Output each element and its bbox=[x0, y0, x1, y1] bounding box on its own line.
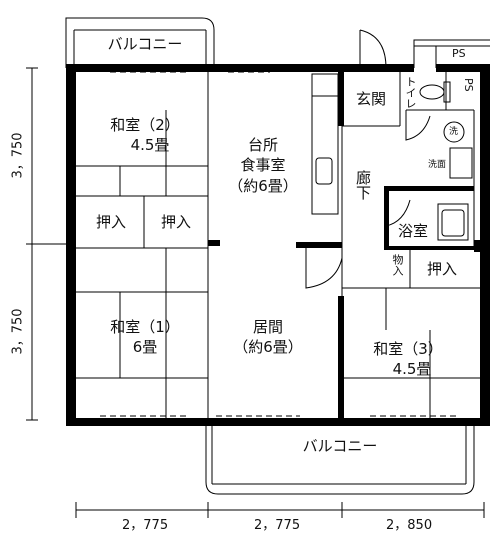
kitchen-name-1: 台所 bbox=[247, 136, 279, 154]
wall-bottom bbox=[66, 418, 490, 426]
ps-top-box bbox=[413, 39, 490, 47]
balcony-top-label: バルコニー bbox=[107, 35, 183, 53]
dim-bottom-3: 2，850 bbox=[386, 518, 433, 533]
washroom-label: 洗面 bbox=[428, 160, 447, 170]
wall-top bbox=[66, 64, 414, 72]
bathtub bbox=[437, 203, 469, 241]
corridor-label: 廊下 bbox=[354, 170, 372, 200]
oshiire-3-label: 押入 bbox=[426, 260, 458, 278]
kitchen-size: （約6畳） bbox=[228, 177, 298, 195]
oshiire-2-label: 押入 bbox=[160, 213, 192, 231]
room2-name: 和室（2） bbox=[110, 116, 180, 134]
storage-small-label: 物入 bbox=[391, 254, 404, 276]
living-size: （約6畳） bbox=[233, 338, 303, 356]
kitchen-counter bbox=[311, 73, 339, 215]
kitchen-sink bbox=[315, 157, 333, 185]
living-name: 居間 bbox=[252, 318, 284, 336]
room1-name: 和室（1） bbox=[110, 318, 180, 336]
room3-size: 4.5畳 bbox=[392, 360, 432, 378]
dim-bottom-1: 2，775 bbox=[122, 518, 169, 533]
ps-side-label: PS bbox=[462, 78, 475, 92]
ps-top-label: PS bbox=[452, 47, 466, 60]
dim-left-top: 3，750 bbox=[10, 132, 26, 179]
room2-size: 4.5畳 bbox=[130, 136, 170, 154]
dim-bottom-2: 2，775 bbox=[254, 518, 301, 533]
room1-size: 6畳 bbox=[132, 338, 158, 356]
wall-right bbox=[480, 64, 490, 426]
oshiire-1-label: 押入 bbox=[95, 213, 127, 231]
toilet-label: トイレ bbox=[404, 76, 417, 109]
dim-left-bottom: 3，750 bbox=[10, 308, 26, 355]
balcony-bottom-label: バルコニー bbox=[302, 437, 378, 455]
bath-label: 浴室 bbox=[397, 222, 429, 240]
toilet-bowl bbox=[419, 84, 445, 100]
wash-mark-label: 洗 bbox=[449, 127, 459, 137]
bottom-balcony-outline bbox=[205, 422, 475, 495]
entrance-label: 玄関 bbox=[355, 90, 387, 108]
washbasin bbox=[449, 147, 473, 179]
top-balcony-outline bbox=[65, 17, 215, 68]
room3-name: 和室（3） bbox=[373, 340, 443, 358]
kitchen-name-2: 食事室 bbox=[240, 156, 286, 174]
wall-left bbox=[66, 64, 76, 426]
